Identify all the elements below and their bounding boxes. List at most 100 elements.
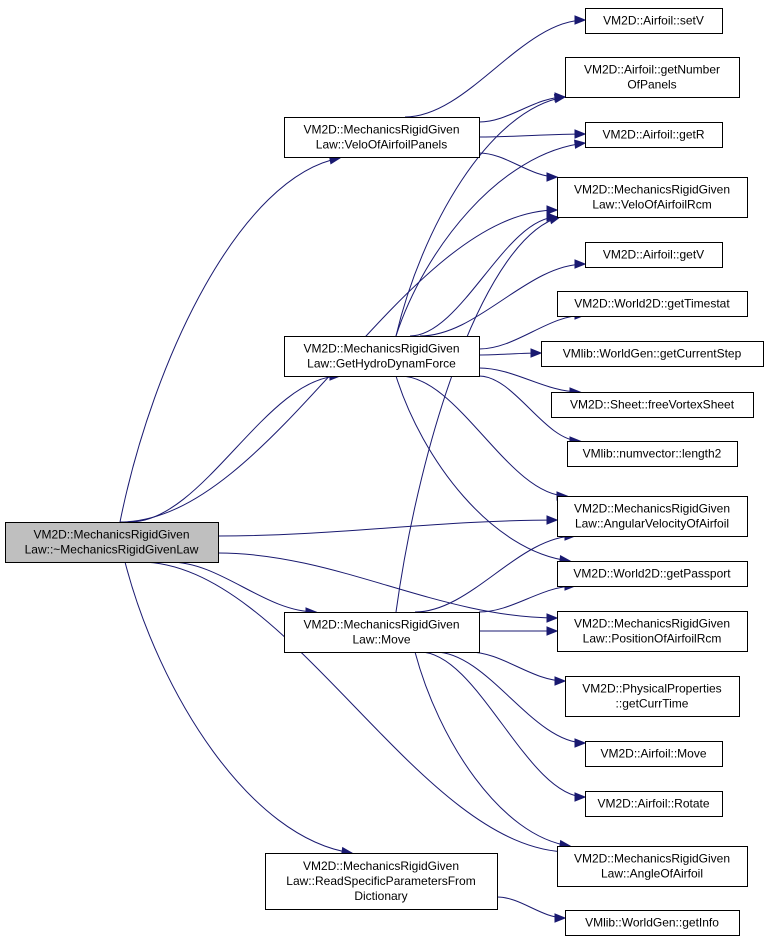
node-label-line: VM2D::Sheet::freeVortexSheet bbox=[570, 398, 735, 412]
node-box[interactable] bbox=[541, 341, 764, 367]
node-getPassport[interactable]: VM2D::World2D::getPassport bbox=[557, 561, 748, 587]
edge-line bbox=[414, 535, 576, 613]
edge-line bbox=[169, 561, 317, 613]
edge-line bbox=[419, 651, 586, 798]
node-label-line: VM2D::World2D::getPassport bbox=[573, 567, 731, 581]
node-box[interactable] bbox=[565, 676, 740, 717]
node-posRcm[interactable]: VM2D::MechanicsRigidGivenLaw::PositionOf… bbox=[557, 611, 748, 652]
edge-line bbox=[409, 216, 558, 337]
node-veloPanels[interactable]: VM2D::MechanicsRigidGivenLaw::VeloOfAirf… bbox=[284, 117, 480, 158]
edge-hydro-to-freeVortexSheet bbox=[478, 367, 582, 397]
node-box[interactable] bbox=[585, 242, 723, 268]
edge-move-to-posRcm bbox=[478, 626, 559, 636]
node-label-line: VM2D::World2D::getTimestat bbox=[574, 297, 730, 311]
node-box[interactable] bbox=[557, 846, 748, 887]
node-box[interactable] bbox=[551, 392, 754, 418]
node-box[interactable] bbox=[585, 8, 723, 34]
node-label-line: VM2D::MechanicsRigidGiven bbox=[303, 618, 459, 632]
node-label-line: VM2D::MechanicsRigidGiven bbox=[33, 528, 189, 542]
edge-root-to-angVel bbox=[217, 515, 559, 537]
node-label-line: Law::VeloOfAirfoilPanels bbox=[316, 138, 447, 152]
arrow-head-icon bbox=[546, 626, 559, 636]
edge-veloPanels-to-getR bbox=[478, 129, 587, 139]
node-box[interactable] bbox=[567, 441, 738, 467]
node-box[interactable] bbox=[585, 791, 723, 817]
edge-line bbox=[434, 651, 586, 744]
edge-line bbox=[478, 585, 576, 613]
edge-line bbox=[217, 552, 558, 619]
node-hydro[interactable]: VM2D::MechanicsRigidGivenLaw::GetHydroDy… bbox=[284, 336, 480, 377]
node-airfoilMove[interactable]: VM2D::Airfoil::Move bbox=[585, 741, 723, 767]
node-getR[interactable]: VM2D::Airfoil::getR bbox=[585, 122, 723, 148]
arrow-head-icon bbox=[546, 515, 559, 525]
node-angleOfAirfoil[interactable]: VM2D::MechanicsRigidGivenLaw::AngleOfAir… bbox=[557, 846, 748, 887]
node-box[interactable] bbox=[557, 177, 748, 218]
node-box[interactable] bbox=[557, 561, 748, 587]
arrow-head-icon bbox=[574, 792, 587, 802]
node-label-line: Law::ReadSpecificParametersFrom bbox=[286, 874, 475, 888]
node-label-line: VM2D::Airfoil::getNumber bbox=[584, 63, 720, 77]
edge-hydro-to-getCurrentStep bbox=[478, 348, 543, 358]
edge-root-to-move bbox=[169, 561, 318, 617]
edge-readParams-to-getInfo bbox=[496, 896, 567, 923]
arrow-head-icon bbox=[554, 676, 567, 686]
node-box[interactable] bbox=[565, 57, 740, 98]
edge-line bbox=[129, 375, 341, 523]
node-freeVortexSheet[interactable]: VM2D::Sheet::freeVortexSheet bbox=[551, 392, 754, 418]
edge-line bbox=[414, 651, 571, 847]
node-getV[interactable]: VM2D::Airfoil::getV bbox=[585, 242, 723, 268]
arrow-head-icon bbox=[554, 913, 567, 923]
node-box[interactable] bbox=[557, 496, 748, 537]
arrow-head-icon bbox=[546, 172, 559, 182]
node-label-line: Law::AngleOfAirfoil bbox=[601, 867, 703, 881]
node-label-line: VM2D::MechanicsRigidGiven bbox=[574, 852, 730, 866]
edge-root-to-readParams bbox=[124, 561, 354, 857]
node-label-line: VM2D::MechanicsRigidGiven bbox=[303, 859, 459, 873]
node-getCurrentStep[interactable]: VMlib::WorldGen::getCurrentStep bbox=[541, 341, 764, 367]
nodes-layer: VM2D::MechanicsRigidGivenLaw::~Mechanics… bbox=[5, 8, 764, 936]
node-angVel[interactable]: VM2D::MechanicsRigidGivenLaw::AngularVel… bbox=[557, 496, 748, 537]
node-box[interactable] bbox=[565, 910, 740, 936]
node-label-line: Law::~MechanicsRigidGivenLaw bbox=[25, 543, 199, 557]
node-box[interactable] bbox=[557, 611, 748, 652]
edge-line bbox=[395, 375, 571, 562]
edge-line bbox=[478, 96, 566, 123]
node-label-line: OfPanels bbox=[627, 78, 676, 92]
arrow-head-icon bbox=[574, 259, 587, 269]
node-label-line: VMlib::WorldGen::getInfo bbox=[585, 916, 719, 930]
node-veloRcm[interactable]: VM2D::MechanicsRigidGivenLaw::VeloOfAirf… bbox=[557, 177, 748, 218]
edge-line bbox=[124, 561, 353, 854]
arrow-head-icon bbox=[574, 738, 587, 748]
node-box[interactable] bbox=[5, 522, 219, 563]
node-setV[interactable]: VM2D::Airfoil::setV bbox=[585, 8, 723, 34]
node-label-line: VM2D::Airfoil::getR bbox=[602, 128, 704, 142]
edge-line bbox=[217, 519, 558, 537]
edge-veloPanels-to-getNumPanels bbox=[478, 92, 567, 123]
node-move[interactable]: VM2D::MechanicsRigidGivenLaw::Move bbox=[284, 612, 480, 653]
node-root[interactable]: VM2D::MechanicsRigidGivenLaw::~Mechanics… bbox=[5, 522, 219, 563]
node-label-line: VMlib::WorldGen::getCurrentStep bbox=[563, 347, 742, 361]
node-box[interactable] bbox=[585, 741, 723, 767]
node-getCurrTime[interactable]: VM2D::PhysicalProperties::getCurrTime bbox=[565, 676, 740, 717]
edge-line bbox=[395, 142, 586, 337]
node-box[interactable] bbox=[557, 291, 748, 317]
node-airfoilRotate[interactable]: VM2D::Airfoil::Rotate bbox=[585, 791, 723, 817]
node-getTimestat[interactable]: VM2D::World2D::getTimestat bbox=[557, 291, 748, 317]
edge-veloPanels-to-setV bbox=[404, 15, 587, 118]
edge-line bbox=[478, 152, 558, 178]
node-box[interactable] bbox=[284, 336, 480, 377]
edge-veloPanels-to-veloRcm bbox=[478, 152, 559, 182]
node-length2[interactable]: VMlib::numvector::length2 bbox=[567, 441, 738, 467]
node-box[interactable] bbox=[265, 853, 498, 910]
node-label-line: Law::GetHydroDynamForce bbox=[307, 357, 456, 371]
node-getInfo[interactable]: VMlib::WorldGen::getInfo bbox=[565, 910, 740, 936]
node-label-line: Law::VeloOfAirfoilRcm bbox=[592, 198, 711, 212]
edge-root-to-hydro bbox=[129, 371, 342, 523]
edge-move-to-airfoilMove bbox=[434, 651, 587, 748]
edge-line bbox=[399, 375, 568, 497]
node-readParams[interactable]: VM2D::MechanicsRigidGivenLaw::ReadSpecif… bbox=[265, 853, 498, 910]
node-box[interactable] bbox=[585, 122, 723, 148]
node-box[interactable] bbox=[284, 117, 480, 158]
node-box[interactable] bbox=[284, 612, 480, 653]
